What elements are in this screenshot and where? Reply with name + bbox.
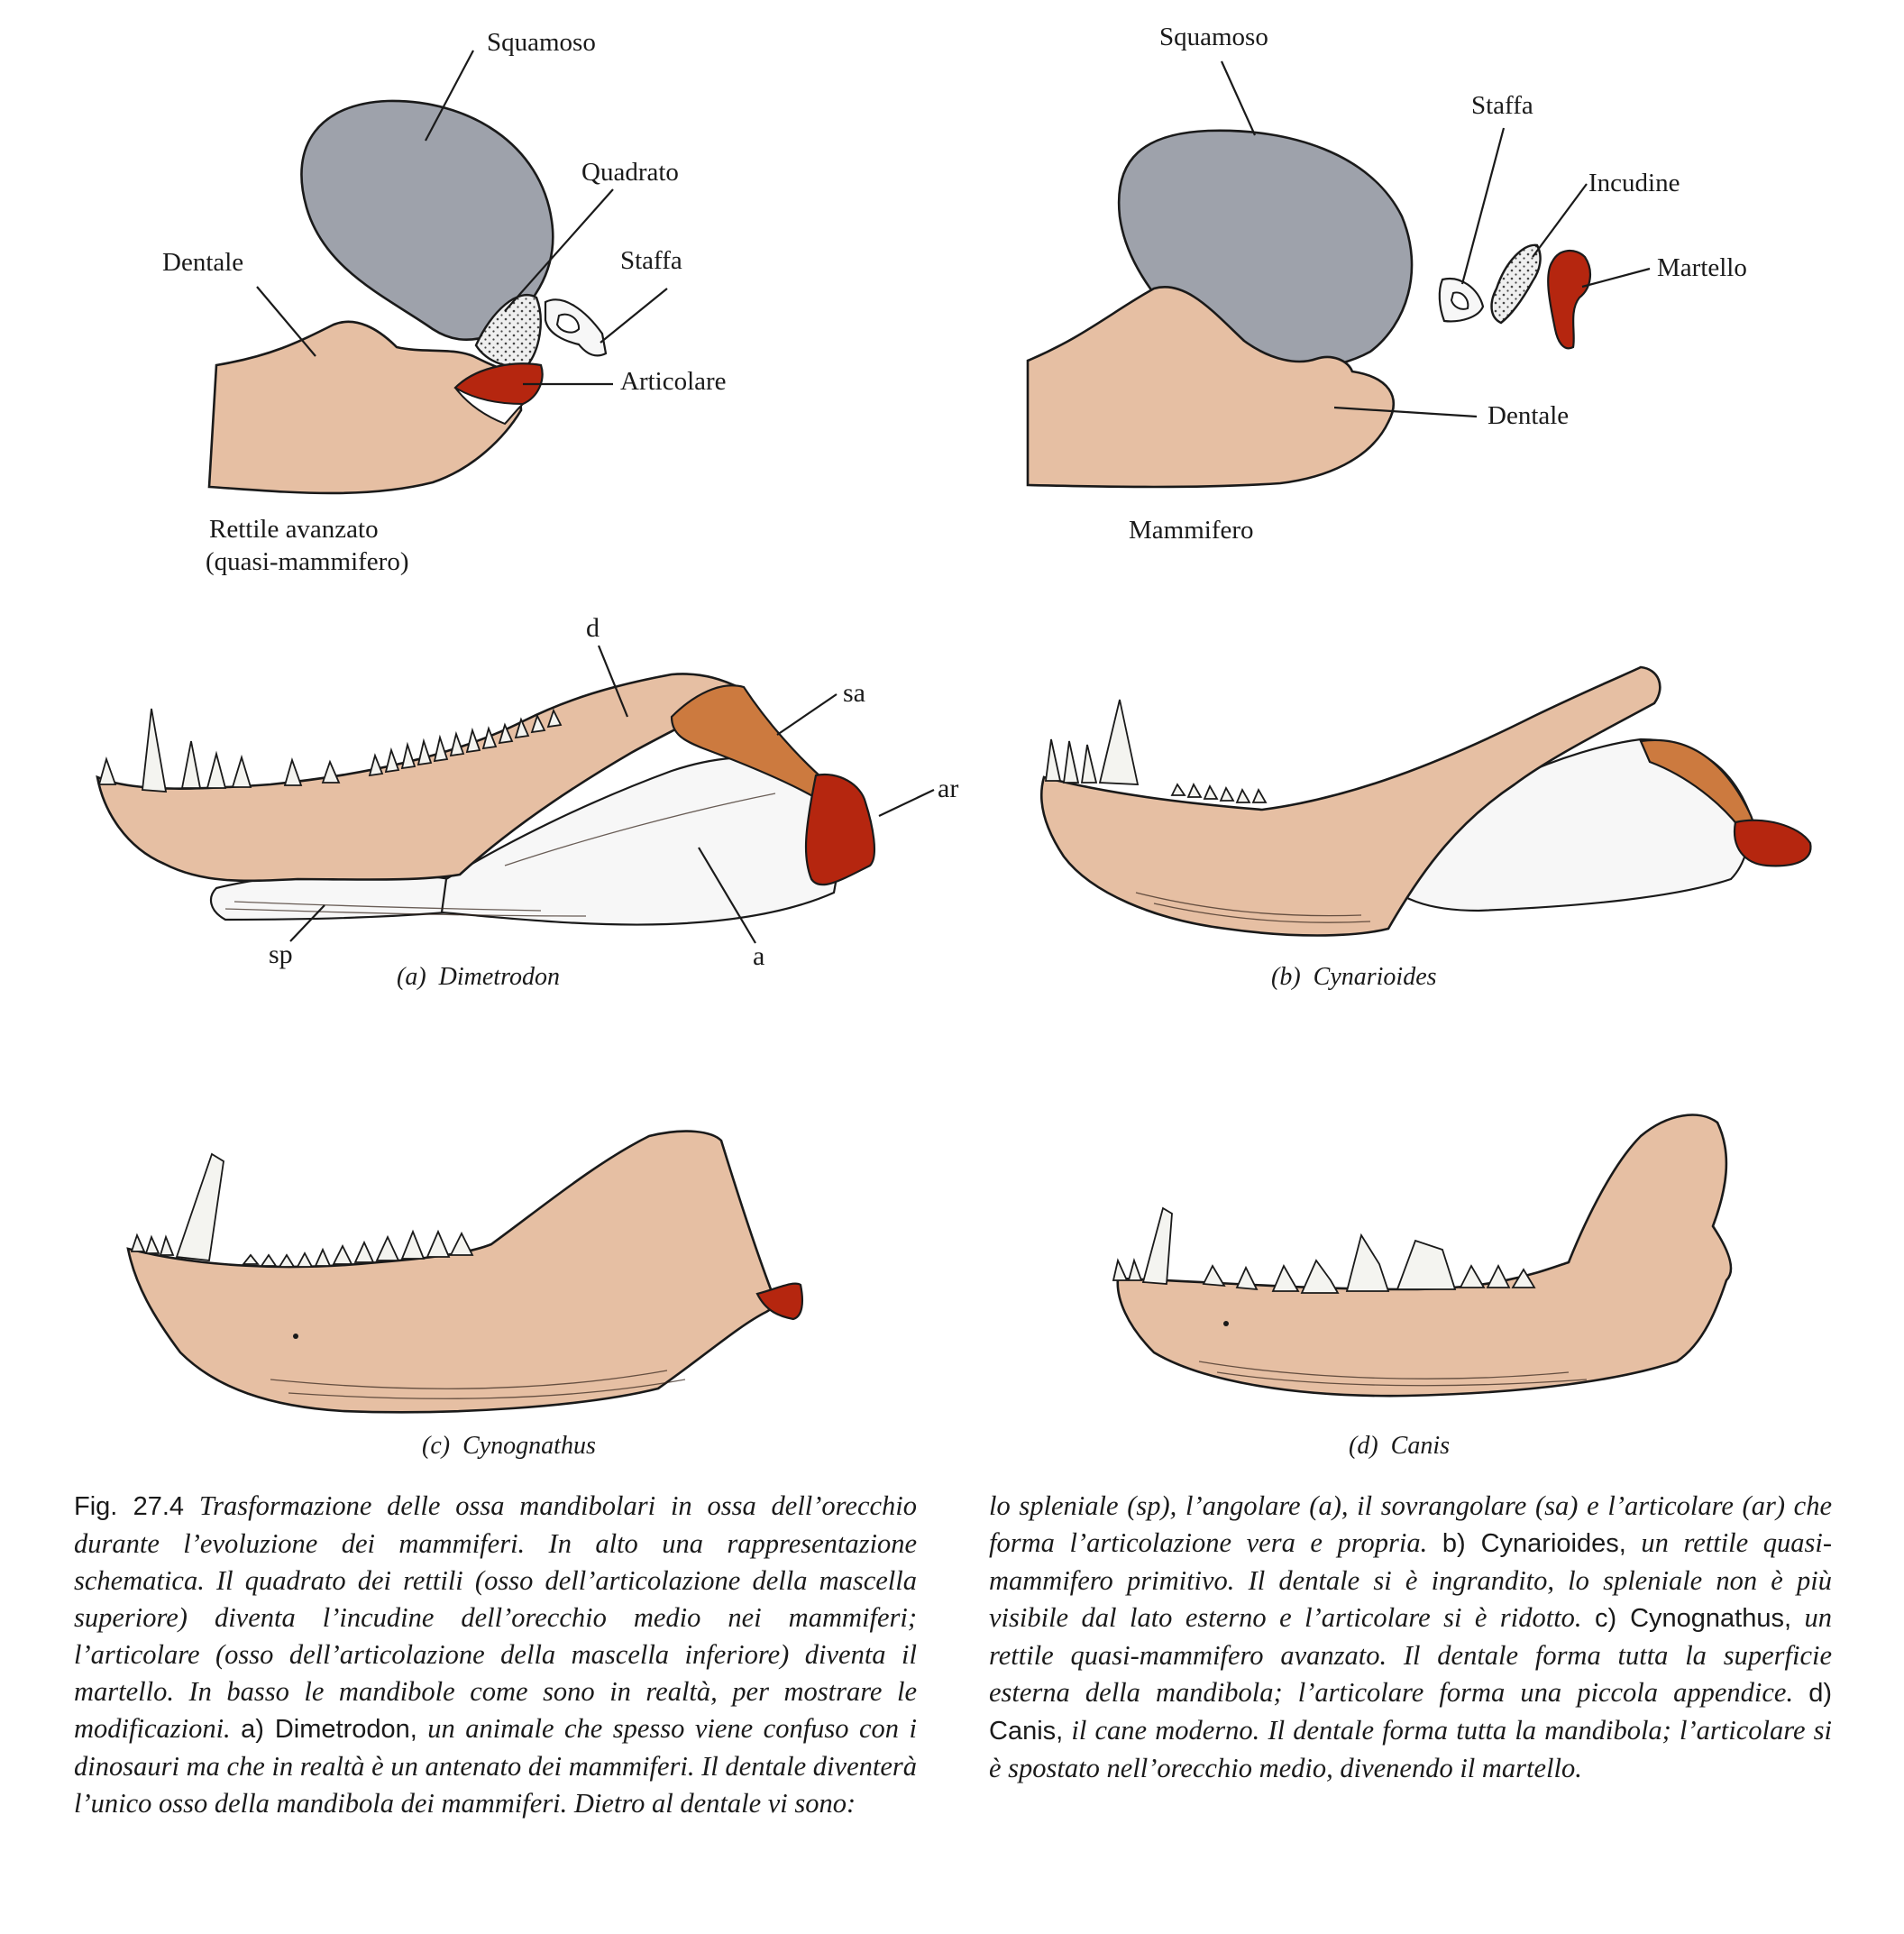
label-sa: sa xyxy=(843,678,865,708)
caption-c: (c)Cynognathus xyxy=(422,1432,596,1460)
label-articolare: Articolare xyxy=(620,367,727,396)
label-squamoso-left: Squamoso xyxy=(487,28,596,57)
figure-diagram: Squamoso Quadrato Dentale Staffa Articol… xyxy=(96,23,1812,1460)
dentale-bone xyxy=(1026,286,1395,489)
teeth-row xyxy=(1112,1206,1536,1294)
label-martello: Martello xyxy=(1657,253,1747,282)
martello-bone xyxy=(1547,250,1592,350)
schematic-reptile xyxy=(207,99,608,495)
dentale-bone xyxy=(126,1130,775,1414)
caption-column-right: lo spleniale (sp), l’angolare (a), il so… xyxy=(989,1488,1832,1884)
caption-text-c: un rettile quasi-mammifero avanzato. Il … xyxy=(989,1602,1833,1708)
jaw-cynognathus xyxy=(126,1130,803,1414)
quadrato-bone xyxy=(474,293,542,368)
subtitle-quasi-mammifero: (quasi-mammifero) xyxy=(206,547,408,576)
label-a: a xyxy=(753,941,764,971)
articolare-bone xyxy=(804,773,876,886)
caption-tag-c: c) Cynognathus, xyxy=(1595,1604,1792,1633)
caption-text-b: un rettile quasi-mammifero primitivo. Il… xyxy=(989,1527,1833,1633)
caption-b: (b)Cynarioides xyxy=(1271,963,1437,991)
jaw-cynarioides xyxy=(1039,665,1812,937)
label-ar: ar xyxy=(938,774,958,803)
teeth-row xyxy=(130,1152,474,1268)
label-d: d xyxy=(586,613,600,643)
caption-text-a-cont: lo spleniale (sp), l’angolare (a), il so… xyxy=(989,1490,1832,1558)
caption-d: (d)Canis xyxy=(1349,1432,1450,1460)
label-squamoso-right: Squamoso xyxy=(1159,23,1268,51)
label-incudine: Incudine xyxy=(1588,169,1680,197)
teeth-row xyxy=(97,708,563,793)
jaw-dimetrodon xyxy=(96,673,876,926)
incudine-bone xyxy=(1490,243,1542,325)
staffa-hole xyxy=(555,313,581,334)
caption-text-d: il cane moderno. Il dentale forma tutta … xyxy=(989,1715,1832,1783)
figure-number: Fig. 27.4 xyxy=(74,1492,185,1521)
label-dentale-right: Dentale xyxy=(1488,401,1569,430)
dentale-bone xyxy=(1039,665,1661,937)
label-staffa-right: Staffa xyxy=(1471,91,1533,120)
label-dentale-left: Dentale xyxy=(162,248,243,277)
label-sp: sp xyxy=(269,940,293,969)
articolare-gap xyxy=(454,387,526,426)
articolare-bone xyxy=(1733,819,1812,867)
caption-text-intro: Trasformazione delle ossa mandibolari in… xyxy=(74,1490,917,1744)
caption-a: (a)Dimetrodon xyxy=(397,963,560,991)
subtitle-rettile: Rettile avanzato xyxy=(209,515,379,544)
teeth-row xyxy=(1044,699,1268,803)
dentale-bone xyxy=(207,320,523,495)
schematic-mammal xyxy=(1026,129,1592,489)
label-quadrato: Quadrato xyxy=(581,158,679,187)
articolare-bone xyxy=(755,1282,803,1321)
caption-tag-a: a) Dimetrodon, xyxy=(241,1715,417,1744)
staffa-hole xyxy=(1450,291,1469,310)
label-staffa-left: Staffa xyxy=(620,246,682,275)
caption-tag-d: d) Canis, xyxy=(989,1679,1832,1746)
caption-tag-b: b) Cynarioides, xyxy=(1442,1529,1626,1558)
caption-text-a: un animale che spesso viene confuso con … xyxy=(74,1713,917,1819)
subtitle-mammifero: Mammifero xyxy=(1129,516,1254,545)
jaw-canis xyxy=(1112,1114,1733,1398)
figure-caption: Fig. 27.4 Trasformazione delle ossa mand… xyxy=(74,1488,1832,1884)
caption-column-left: Fig. 27.4 Trasformazione delle ossa mand… xyxy=(74,1488,917,1884)
